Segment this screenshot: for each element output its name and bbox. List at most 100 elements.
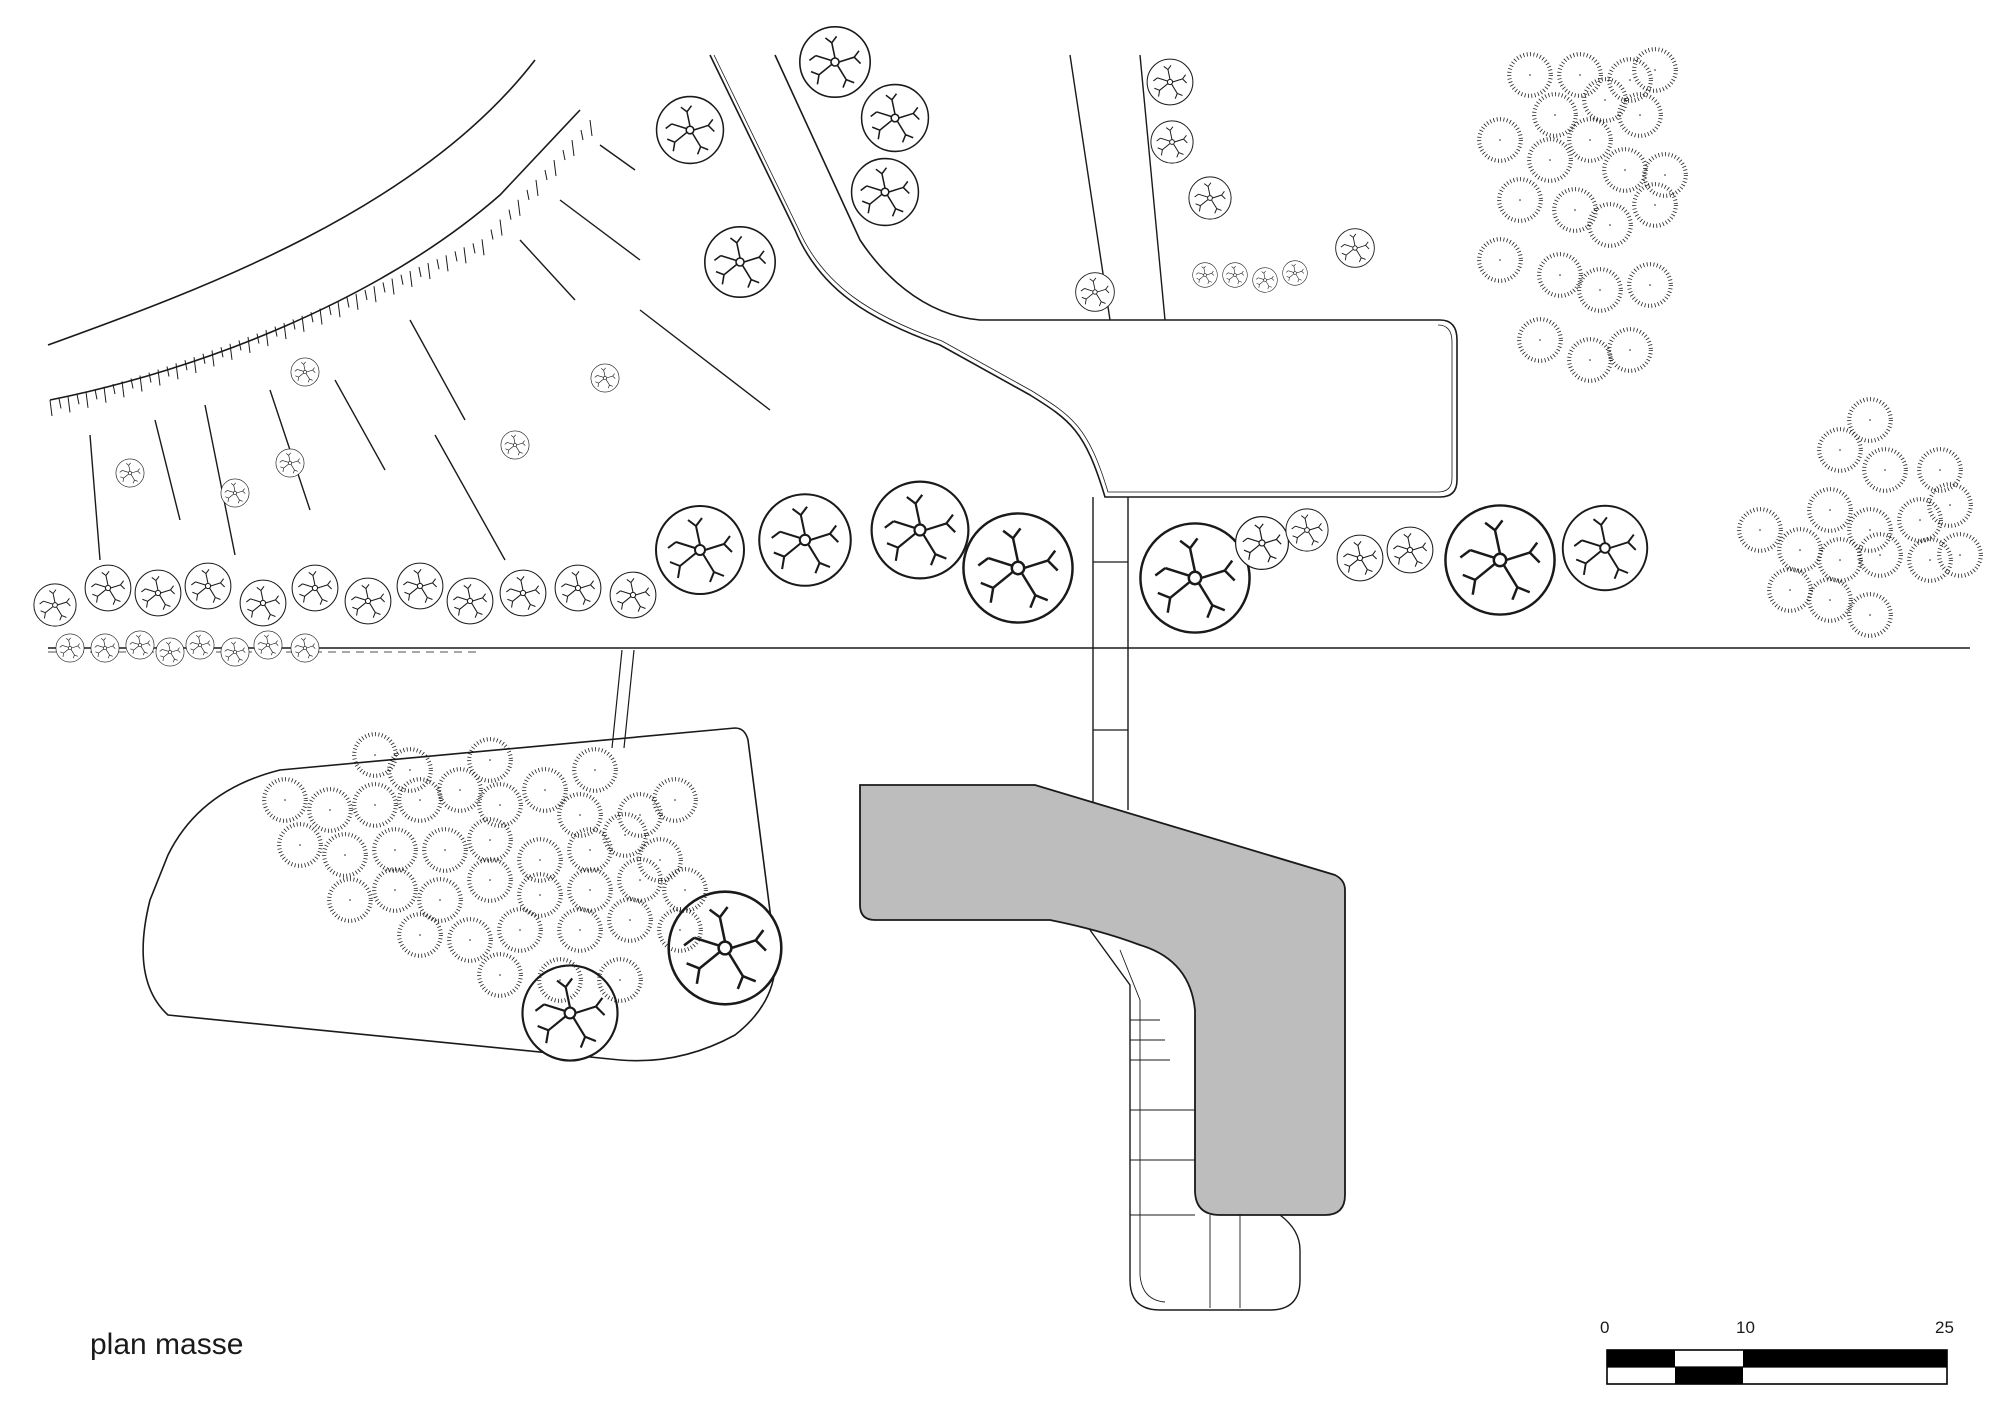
deciduous-tree-icon bbox=[1561, 504, 1649, 592]
deciduous-tree-icon bbox=[1444, 504, 1556, 616]
scale-bar bbox=[1606, 1349, 1948, 1385]
dashed-tree-icon bbox=[1584, 79, 1626, 121]
hatch-tick bbox=[76, 394, 80, 405]
dashed-tree-icon bbox=[519, 874, 561, 916]
hatch-tick bbox=[274, 326, 278, 337]
dashed-tree-icon bbox=[479, 784, 521, 826]
dashed-tree-icon bbox=[609, 899, 651, 941]
dashed-tree-icon bbox=[324, 834, 366, 876]
dashed-tree-icon bbox=[1809, 489, 1851, 531]
deciduous-tree-icon bbox=[1188, 176, 1232, 220]
deciduous-tree-icon bbox=[500, 430, 530, 460]
dashed-tree-icon bbox=[1499, 179, 1541, 221]
dashed-tree-icon bbox=[1859, 534, 1901, 576]
dashed-tree-icon bbox=[1864, 449, 1906, 491]
dashed-tree-icon bbox=[559, 909, 601, 951]
dashed-tree-icon bbox=[449, 919, 491, 961]
hatch-tick bbox=[157, 369, 161, 386]
dashed-tree-icon bbox=[1939, 534, 1981, 576]
dashed-tree-icon bbox=[1644, 154, 1686, 196]
hatch-tick bbox=[85, 391, 89, 408]
deciduous-tree-icon bbox=[554, 564, 602, 612]
hatch-tick bbox=[373, 286, 377, 303]
dashed-tree-icon bbox=[279, 824, 321, 866]
dashed-tree-icon bbox=[1769, 569, 1811, 611]
hatch-tick bbox=[139, 375, 143, 392]
dashed-tree-icon bbox=[569, 869, 611, 911]
hatch-tick bbox=[229, 343, 233, 360]
hatch-tick bbox=[67, 396, 71, 413]
hatch-tick bbox=[166, 366, 170, 377]
deciduous-tree-icon bbox=[1146, 58, 1194, 106]
deciduous-tree-icon bbox=[55, 633, 85, 663]
hatch-tick bbox=[148, 372, 152, 383]
hatch-tick bbox=[427, 263, 431, 280]
hatch-tick bbox=[175, 363, 179, 380]
deciduous-tree-icon bbox=[1222, 262, 1248, 288]
deciduous-tree-icon bbox=[290, 633, 320, 663]
building-footprint bbox=[859, 784, 1346, 1311]
hatch-tick bbox=[256, 333, 260, 344]
dashed-tree-icon bbox=[1849, 594, 1891, 636]
deciduous-tree-icon bbox=[125, 630, 155, 660]
dashed-tree-icon bbox=[419, 879, 461, 921]
dashed-tree-icon bbox=[1539, 254, 1581, 296]
hatch-tick bbox=[490, 229, 494, 240]
dashed-tree-icon bbox=[1849, 399, 1891, 441]
dashed-tree-icon bbox=[1619, 94, 1661, 136]
dashed-tree-icon bbox=[1529, 139, 1571, 181]
deciduous-tree-icon bbox=[1252, 267, 1278, 293]
deciduous-tree-icon bbox=[115, 458, 145, 488]
dashed-tree-icon bbox=[1554, 189, 1596, 231]
dashed-tree-icon bbox=[1479, 119, 1521, 161]
dashed-tree-icon bbox=[654, 779, 696, 821]
scale-label-10: 10 bbox=[1736, 1318, 1755, 1337]
dashed-tree-icon bbox=[1739, 509, 1781, 551]
dashed-tree-icon bbox=[1909, 539, 1951, 581]
deciduous-tree-icon bbox=[1386, 526, 1434, 574]
deciduous-tree-icon bbox=[1336, 534, 1384, 582]
dashed-tree-icon bbox=[264, 779, 306, 821]
hatch-tick bbox=[553, 159, 557, 177]
dashed-tree-icon bbox=[1609, 329, 1651, 371]
hatch-tick bbox=[517, 199, 521, 216]
deciduous-tree-icon bbox=[184, 562, 232, 610]
dashed-tree-icon bbox=[1779, 529, 1821, 571]
hatch-tick bbox=[526, 189, 530, 200]
deciduous-tree-icon bbox=[521, 964, 619, 1062]
hatch-tick bbox=[346, 297, 350, 308]
dashed-tree-icon bbox=[374, 869, 416, 911]
deciduous-tree-icon bbox=[870, 480, 970, 580]
hatch-tick bbox=[328, 304, 332, 316]
hatch-tick bbox=[580, 129, 584, 141]
scale-segment bbox=[1675, 1367, 1743, 1384]
deciduous-tree-icon bbox=[396, 562, 444, 610]
hatch-tick bbox=[535, 179, 539, 197]
hatch-tick bbox=[112, 383, 116, 395]
dashed-tree-icon bbox=[1819, 539, 1861, 581]
hatch-tick bbox=[454, 251, 458, 262]
deciduous-tree-icon bbox=[239, 579, 287, 627]
scale-segment bbox=[1743, 1350, 1947, 1367]
dashed-tree-icon bbox=[424, 829, 466, 871]
deciduous-tree-icon bbox=[134, 569, 182, 617]
deciduous-tree-icon bbox=[850, 157, 920, 227]
deciduous-tree-icon bbox=[1150, 120, 1194, 164]
deciduous-tree-icon bbox=[860, 83, 930, 153]
hatch-tick bbox=[202, 353, 206, 364]
deciduous-tree-icon bbox=[33, 583, 77, 627]
dashed-tree-icon bbox=[374, 829, 416, 871]
hatch-tick bbox=[445, 255, 449, 272]
hatch-tick bbox=[265, 330, 269, 347]
dashed-tree-icon bbox=[1849, 509, 1891, 551]
hatch-tick bbox=[211, 350, 215, 367]
scale-label-0: 0 bbox=[1600, 1318, 1610, 1337]
hatch-tick bbox=[58, 398, 62, 409]
deciduous-tree-icon bbox=[290, 357, 320, 387]
hatch-tick bbox=[103, 386, 107, 403]
hatch-tick bbox=[400, 274, 404, 285]
deciduous-tree-icon bbox=[84, 564, 132, 612]
deciduous-tree-icon bbox=[253, 630, 283, 660]
dashed-tree-icon bbox=[604, 814, 646, 856]
deciduous-tree-icon bbox=[275, 448, 305, 478]
